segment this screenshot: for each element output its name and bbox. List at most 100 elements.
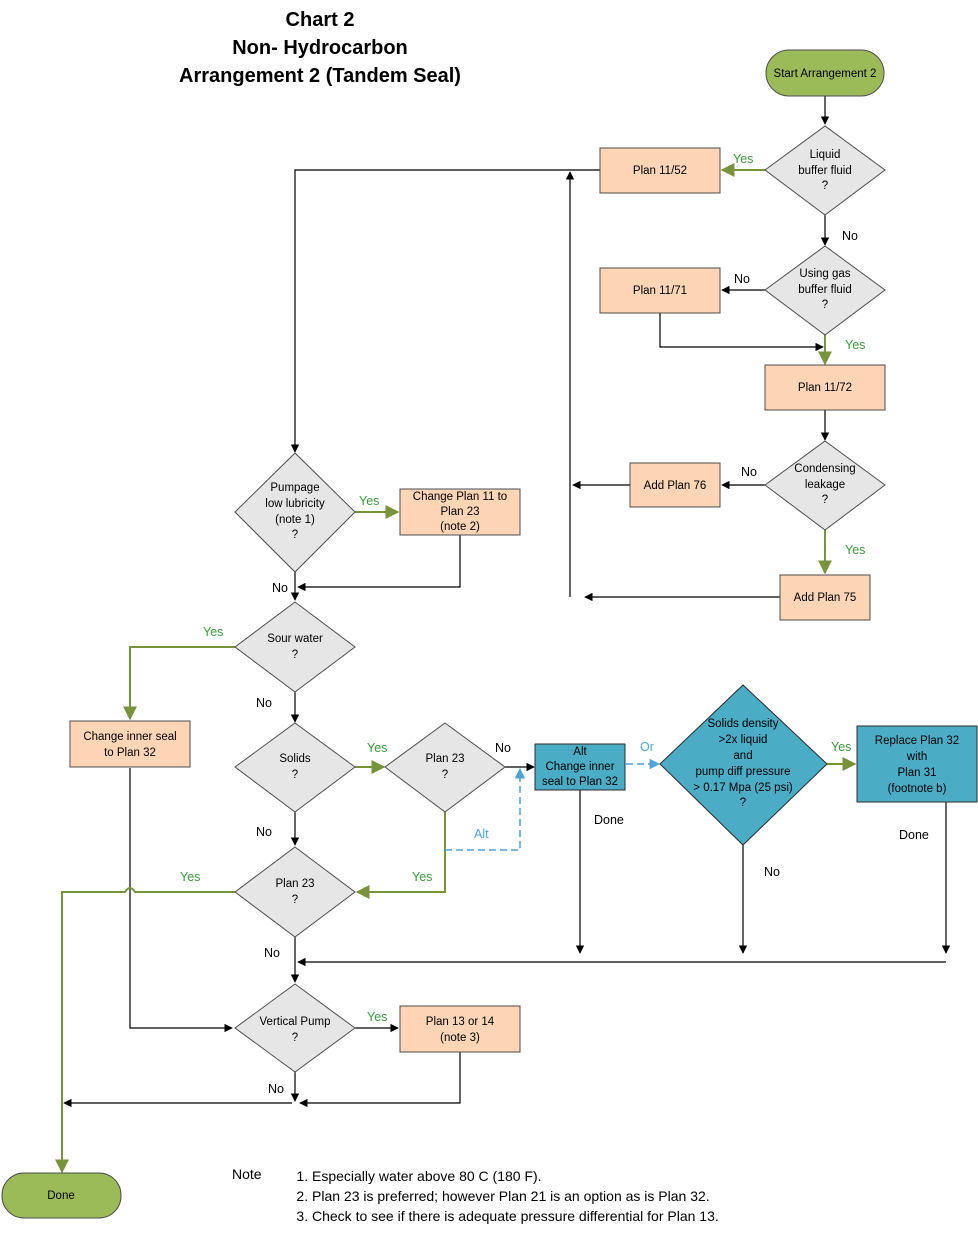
- label-yes-density: Yes: [831, 740, 851, 754]
- process-replace-plan-32[interactable]: Replace Plan 32 with Plan 31 (footnote b…: [856, 725, 978, 803]
- process-change-plan-23-line3: (note 2): [440, 521, 480, 533]
- decision-solids-line2: ?: [292, 769, 298, 781]
- label-yes-vertical: Yes: [367, 1010, 387, 1024]
- process-change-plan-23-line2: Plan 23: [440, 506, 479, 518]
- decision-plan-23-first-line1: Plan 23: [425, 753, 464, 765]
- decision-pumpage[interactable]: Pumpage low lubricity (note 1) ?: [234, 452, 356, 573]
- decision-condensing-line3: ?: [822, 494, 828, 506]
- label-no-gas: No: [734, 272, 750, 286]
- decision-vertical-pump-line2: ?: [292, 1032, 298, 1044]
- decision-solids-density-line5: > 0.17 Mpa (25 psi): [693, 782, 793, 794]
- process-change-inner-32-line1: Change inner seal: [83, 731, 176, 743]
- label-no-sour: No: [256, 696, 272, 710]
- note-item: Check to see if there is adequate pressu…: [312, 1206, 812, 1226]
- connectors-black: [63, 96, 951, 1108]
- process-replace-32-line4: (footnote b): [888, 783, 947, 795]
- label-yes-liquid: Yes: [733, 152, 753, 166]
- label-yes-condensing: Yes: [845, 543, 865, 557]
- process-plan-11-72-label: Plan 11/72: [798, 382, 852, 394]
- process-add-plan-76[interactable]: Add Plan 76: [629, 462, 721, 508]
- process-add-plan-75[interactable]: Add Plan 75: [779, 574, 871, 621]
- decision-liquid-buffer-line2: buffer fluid: [798, 165, 852, 177]
- label-yes-gas: Yes: [845, 338, 865, 352]
- process-plan-11-71[interactable]: Plan 11/71: [599, 267, 721, 314]
- process-alt-line2: Change inner: [545, 761, 614, 773]
- label-yes-plan23-second: Yes: [180, 870, 200, 884]
- decision-vertical-pump-line1: Vertical Pump: [260, 1016, 331, 1028]
- process-plan-13-14-line1: Plan 13 or 14: [426, 1016, 495, 1028]
- label-no-plan23-second: No: [264, 946, 280, 960]
- label-yes-plan23-first: Yes: [412, 870, 432, 884]
- notes-heading: Note: [232, 1166, 262, 1182]
- done-node-label: Done: [47, 1190, 75, 1202]
- done-node[interactable]: Done: [1, 1172, 122, 1219]
- decision-liquid-buffer-line1: Liquid: [810, 149, 841, 161]
- decision-plan-23-first[interactable]: Plan 23 ?: [384, 722, 506, 813]
- decision-sour-water[interactable]: Sour water ?: [234, 601, 356, 693]
- edge-labels: Yes No No Yes No Yes Yes No Yes No Yes N…: [180, 152, 929, 1096]
- decision-solids-density-line6: ?: [740, 797, 746, 809]
- process-plan-13-14[interactable]: Plan 13 or 14 (note 3): [399, 1005, 521, 1053]
- decision-solids-density-line1: Solids density: [708, 718, 779, 730]
- decision-pumpage-line4: ?: [292, 529, 298, 541]
- chart-title-line3: Arrangement 2 (Tandem Seal): [179, 65, 461, 87]
- label-no-plan23: No: [495, 741, 511, 755]
- decision-sour-water-line2: ?: [292, 649, 298, 661]
- decision-pumpage-line1: Pumpage: [270, 482, 319, 494]
- connectors-alt: [445, 758, 661, 851]
- label-done-replace: Done: [899, 828, 929, 842]
- label-no-vertical: No: [268, 1082, 284, 1096]
- process-replace-32-line3: Plan 31: [897, 767, 936, 779]
- start-node-label: Start Arrangement 2: [774, 68, 877, 80]
- decision-pumpage-line3: (note 1): [275, 514, 315, 526]
- decision-gas-buffer-line2: buffer fluid: [798, 284, 852, 296]
- start-node[interactable]: Start Arrangement 2: [765, 49, 885, 97]
- decision-condensing-line1: Condensing: [794, 463, 855, 475]
- process-add-plan-75-label: Add Plan 75: [794, 592, 857, 604]
- decision-solids[interactable]: Solids ?: [234, 722, 356, 813]
- decision-vertical-pump[interactable]: Vertical Pump ?: [234, 983, 356, 1073]
- decision-liquid-buffer[interactable]: Liquid buffer fluid ?: [764, 125, 886, 216]
- connectors-yes: [55, 163, 857, 1174]
- decision-sour-water-line1: Sour water: [267, 633, 323, 645]
- label-yes-sour: Yes: [203, 625, 223, 639]
- chart-title-line1: Chart 2: [285, 9, 355, 31]
- decision-liquid-buffer-line3: ?: [822, 180, 828, 192]
- decision-plan-23-first-line2: ?: [442, 769, 448, 781]
- decision-condensing[interactable]: Condensing leakage ?: [764, 440, 886, 531]
- decision-gas-buffer-line1: Using gas: [799, 268, 850, 280]
- decision-gas-buffer[interactable]: Using gas buffer fluid ?: [764, 245, 886, 336]
- notes-list: Especially water above 80 C (180 F). Pla…: [290, 1166, 812, 1226]
- decision-pumpage-line2: low lubricity: [265, 498, 325, 510]
- note-item: Plan 23 is preferred; however Plan 21 is…: [312, 1186, 812, 1206]
- decision-plan-23-second[interactable]: Plan 23 ?: [234, 846, 356, 938]
- decision-solids-density-line3: and: [733, 750, 752, 762]
- decision-solids-density-line4: pump diff pressure: [695, 766, 790, 778]
- process-alt-change-inner[interactable]: Alt Change inner seal to Plan 32: [534, 743, 626, 791]
- process-add-plan-76-label: Add Plan 76: [644, 480, 707, 492]
- label-no-liquid: No: [842, 229, 858, 243]
- process-change-inner-32-line2: to Plan 32: [104, 747, 156, 759]
- process-change-inner-32[interactable]: Change inner seal to Plan 32: [69, 720, 191, 768]
- label-alt: Alt: [474, 827, 489, 841]
- label-no-condensing: No: [741, 465, 757, 479]
- label-or: Or: [640, 740, 654, 754]
- process-alt-line1: Alt: [573, 746, 587, 758]
- process-replace-32-line1: Replace Plan 32: [875, 735, 959, 747]
- note-item: Especially water above 80 C (180 F).: [312, 1166, 812, 1186]
- process-plan-13-14-line2: (note 3): [440, 1032, 480, 1044]
- process-plan-11-52[interactable]: Plan 11/52: [599, 147, 721, 194]
- label-no-solids: No: [256, 825, 272, 839]
- label-no-density: No: [764, 865, 780, 879]
- decision-condensing-line2: leakage: [805, 479, 845, 491]
- chart-title-line2: Non- Hydrocarbon: [232, 37, 408, 59]
- decision-solids-density-line2: >2x liquid: [719, 734, 768, 746]
- process-plan-11-72[interactable]: Plan 11/72: [764, 364, 886, 411]
- process-plan-11-52-label: Plan 11/52: [633, 165, 687, 177]
- process-replace-32-line2: with: [906, 751, 927, 763]
- label-done-alt: Done: [594, 813, 624, 827]
- label-yes-solids: Yes: [367, 741, 387, 755]
- process-change-plan-23[interactable]: Change Plan 11 to Plan 23 (note 2): [399, 488, 521, 536]
- decision-solids-density[interactable]: Solids density >2x liquid and pump diff …: [659, 684, 828, 846]
